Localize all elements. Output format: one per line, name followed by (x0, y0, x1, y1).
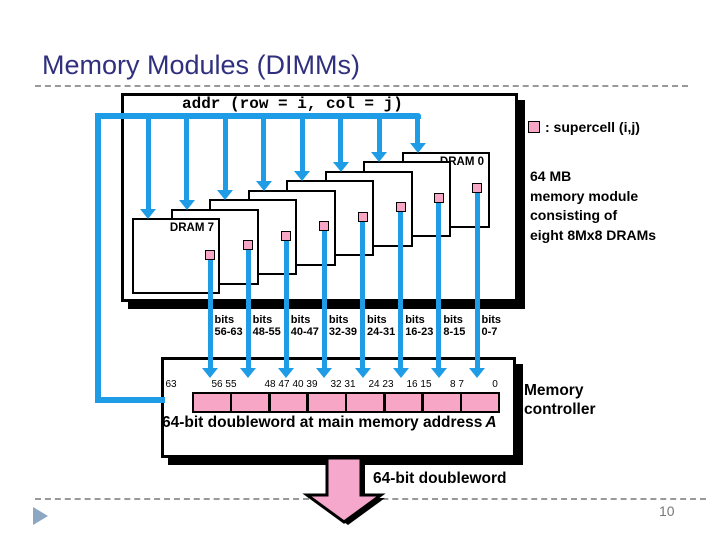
doubleword-output-arrow-icon (302, 456, 386, 525)
bit-group-label: bits 8-15 (443, 314, 466, 338)
bit-number-label: 63 (165, 379, 177, 390)
data-arrowhead-icon (430, 368, 447, 378)
register-cell (270, 394, 307, 411)
addr-bus-bottom-segment (95, 397, 165, 403)
register-cell (423, 394, 460, 411)
data-arrowhead-icon (469, 368, 485, 378)
supercell-data-line (474, 192, 480, 369)
doubleword-output-label: 64-bit doubleword (373, 470, 507, 487)
addr-bus-branch-line (145, 116, 151, 209)
supercell-data-line (321, 230, 327, 369)
supercell-data-line (245, 249, 251, 369)
supercell-data-line (398, 211, 404, 369)
addr-arrowhead-icon (217, 190, 233, 201)
title-divider (35, 85, 688, 87)
supercell-icon (243, 240, 254, 250)
bit-number-label: 16 15 (406, 379, 432, 390)
bit-group-label: bits 48-55 (252, 314, 281, 338)
bit-number-label: 8 7 (450, 379, 464, 390)
addr-arrowhead-icon (409, 143, 426, 153)
supercell-icon (281, 230, 292, 241)
data-arrowhead-icon (392, 368, 409, 378)
bit-number-label: 24 23 (368, 379, 394, 390)
register-cell (194, 394, 230, 411)
data-arrowhead-icon (202, 368, 219, 378)
register-cell (385, 394, 422, 411)
addr-bus-branch-line (415, 116, 420, 143)
page-title: Memory Modules (DIMMs) (42, 50, 361, 80)
addr-bus-branch-line (299, 116, 305, 172)
addr-arrowhead-icon (178, 199, 195, 210)
bit-number-label: 40 39 (292, 379, 318, 390)
addr-arrowhead-icon (332, 161, 349, 172)
bit-group-label: bits 0-7 (481, 314, 502, 338)
register-cell (232, 394, 269, 411)
supercell-data-line (207, 258, 213, 369)
module-description: 64 MB memory module consisting of eight … (530, 168, 657, 243)
addr-arrowhead-icon (294, 171, 310, 182)
supercell-legend-icon (528, 121, 540, 133)
data-arrowhead-icon (354, 368, 371, 378)
supercell-icon (205, 249, 216, 260)
data-arrowhead-icon (316, 368, 333, 378)
register-caption: 64-bit doubleword at main memory address… (162, 414, 497, 432)
supercell-icon (395, 202, 406, 212)
bit-group-label: bits 56-63 (214, 314, 243, 338)
page-number: 10 (659, 503, 675, 519)
addr-label: addr (row = i, col = j) (182, 95, 403, 113)
addr-bus-branch-line (376, 116, 382, 153)
memory-controller-label: Memory controller (524, 382, 596, 418)
doubleword-register (192, 392, 500, 413)
register-caption-text: 64-bit doubleword at main memory address (162, 414, 483, 431)
bit-number-label: 0 (492, 379, 498, 390)
supercell-icon (357, 211, 368, 222)
supercell-data-line (436, 201, 442, 369)
bit-number-label: 48 47 (264, 379, 290, 390)
addr-bus-top-segment (95, 113, 421, 119)
addr-bus-branch-line (222, 116, 228, 191)
bit-group-label: bits 32-39 (328, 314, 358, 338)
supercell-data-line (283, 239, 289, 369)
register-cell (347, 394, 384, 411)
supercell-icon (472, 183, 482, 193)
data-arrowhead-icon (278, 368, 295, 378)
addr-bus-branch-line (261, 116, 266, 181)
data-arrowhead-icon (240, 368, 257, 378)
slide-bullet-icon (33, 507, 48, 525)
supercell-legend-label: : supercell (i,j) (545, 119, 640, 135)
supercell-icon (433, 192, 444, 203)
bit-group-label: bits 40-47 (290, 314, 319, 338)
supercell-icon (319, 221, 330, 231)
addr-bus-branch-line (184, 116, 189, 200)
supercell-data-line (360, 220, 366, 369)
addr-arrowhead-icon (140, 209, 156, 219)
register-caption-address-var: A (485, 414, 497, 431)
register-cell (308, 394, 345, 411)
addr-arrowhead-icon (371, 152, 387, 163)
addr-bus-branch-line (338, 116, 343, 162)
addr-bus-left-segment (95, 113, 101, 403)
addr-arrowhead-icon (255, 180, 272, 191)
bit-number-label: 32 31 (330, 379, 356, 390)
bit-number-label: 56 55 (211, 379, 237, 390)
supercell-legend: : supercell (i,j) (528, 119, 640, 135)
register-cell (462, 394, 498, 411)
bit-group-label: bits 24-31 (367, 314, 396, 338)
bit-group-label: bits 16-23 (405, 314, 434, 338)
dram-7-label: DRAM 7 (169, 222, 214, 234)
